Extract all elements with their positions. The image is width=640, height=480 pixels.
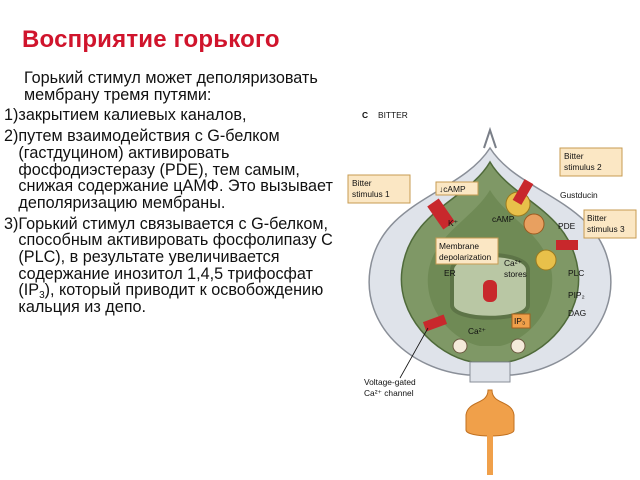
potassium-label: K⁺ bbox=[448, 218, 458, 228]
list-number: 2) bbox=[4, 127, 19, 146]
stimulus-2-label-line2: stimulus 2 bbox=[564, 162, 602, 172]
taste-pore bbox=[483, 126, 497, 149]
afferent-nerve bbox=[465, 389, 515, 437]
receptor-2 bbox=[512, 179, 534, 205]
subscript: 3 bbox=[39, 290, 45, 302]
bitter-taste-cell-diagram: C BITTER Bitter stimulus 1 Bitter stimul… bbox=[340, 100, 640, 480]
panel-title: BITTER bbox=[378, 110, 408, 120]
camp-small-label: cAMP bbox=[492, 214, 515, 224]
ip3-box bbox=[511, 313, 531, 329]
pde-protein bbox=[523, 213, 545, 235]
receptor-3 bbox=[556, 240, 578, 250]
body-text: Горький стимул может деполяризовать мемб… bbox=[4, 70, 340, 320]
list-item: 1) закрытием калиевых каналов, bbox=[4, 107, 340, 124]
calcium-label: Ca²⁺ bbox=[468, 326, 486, 336]
ca-stores-line2: stores bbox=[504, 269, 527, 279]
list-item: 2) путем взаимодействия с G-белком (гаст… bbox=[4, 128, 340, 212]
synaptic-terminal bbox=[469, 361, 511, 383]
vgcc-label-line2: Ca²⁺ channel bbox=[364, 388, 414, 398]
vesicle bbox=[510, 338, 526, 354]
voltage-gated-channel bbox=[422, 314, 448, 332]
vgcc-pointer bbox=[399, 327, 429, 379]
stimulus-2-label-line1: Bitter bbox=[564, 151, 584, 161]
stimulus-2-box bbox=[559, 147, 623, 177]
membrane-depol-line1: Membrane bbox=[439, 241, 479, 251]
panel-letter: C bbox=[362, 110, 368, 120]
stimulus-3-label-line2: stimulus 3 bbox=[587, 224, 625, 234]
gustducin-label: Gustducin bbox=[560, 190, 598, 200]
membrane-depol-line2: depolarization bbox=[439, 252, 491, 262]
stimulus-1-label-line2: stimulus 1 bbox=[352, 189, 390, 199]
diagram-svg: C BITTER Bitter stimulus 1 Bitter stimul… bbox=[347, 110, 637, 475]
potassium-channel bbox=[427, 198, 455, 230]
stimulus-3-box bbox=[583, 209, 637, 239]
list-item-text-part: ), который приводит к освобождению кальц… bbox=[18, 281, 324, 317]
ca-channel-er bbox=[483, 280, 497, 302]
camp-label: ↓cAMP bbox=[439, 184, 466, 194]
pip2-label: PIP₂ bbox=[568, 290, 585, 300]
vgcc-label-line1: Voltage-gated bbox=[364, 377, 416, 387]
stimulus-3-label-line1: Bitter bbox=[587, 213, 607, 223]
membrane-depol-box bbox=[435, 237, 499, 265]
list-item: 3) Горький стимул связывается с G-белком… bbox=[4, 214, 340, 317]
list-item-text: закрытием калиевых каналов, bbox=[18, 106, 247, 125]
stimulus-1-label-line1: Bitter bbox=[352, 178, 372, 188]
list-number: 3) bbox=[4, 214, 19, 233]
slide-title: Восприятие горького bbox=[22, 26, 280, 53]
list-item-text: путем взаимодействия с G-белком (гастдуц… bbox=[18, 127, 333, 212]
plc-label: PLC bbox=[568, 268, 584, 278]
er-label: ER bbox=[444, 268, 456, 278]
vesicle bbox=[452, 338, 468, 354]
plc-protein bbox=[535, 249, 557, 271]
ca-stores-line1: Ca²⁺ bbox=[504, 258, 522, 268]
camp-label-box bbox=[435, 181, 479, 196]
stimulus-1-box bbox=[347, 174, 411, 204]
list-number: 1) bbox=[4, 106, 19, 125]
ip3-label: IP₃ bbox=[514, 316, 525, 326]
list-item-text: Горький стимул связывается с G-белком, с… bbox=[18, 214, 340, 317]
intro-paragraph: Горький стимул может деполяризовать мемб… bbox=[24, 69, 318, 104]
pde-label: PDE bbox=[558, 221, 576, 231]
list-item-text-part: Горький стимул связывается с G-белком, с… bbox=[18, 214, 333, 300]
dag-label: DAG bbox=[568, 308, 586, 318]
